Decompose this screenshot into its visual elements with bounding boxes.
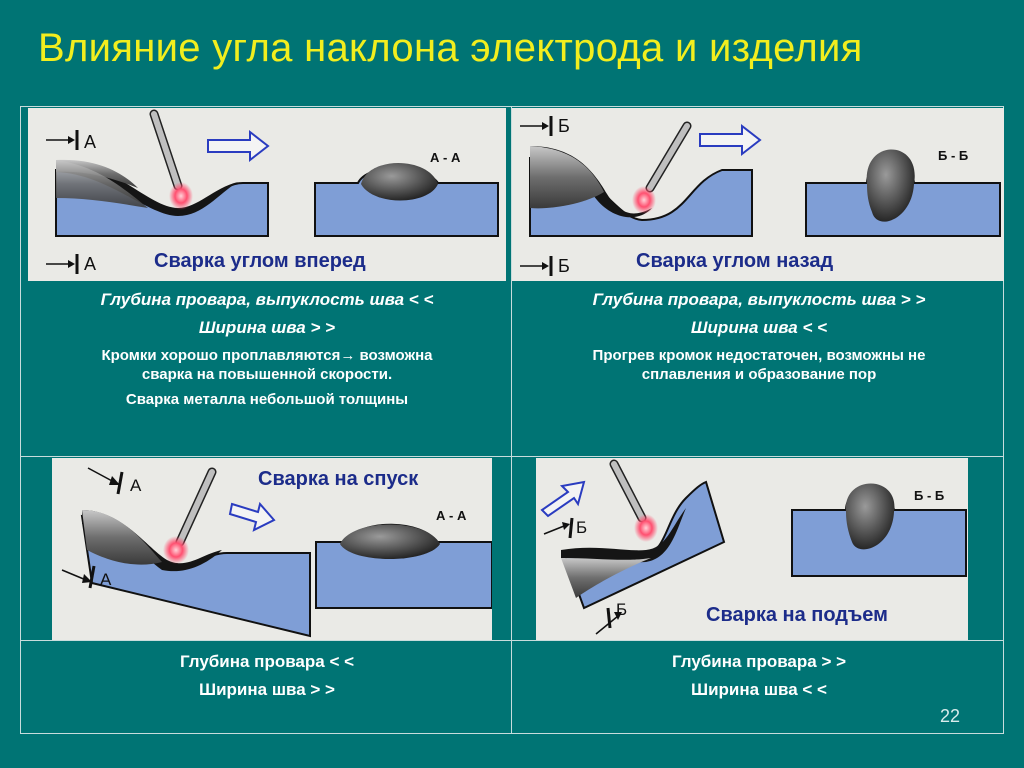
forward-description: Глубина провара, выпуклость шва < < Шири… xyxy=(22,286,512,409)
marker-bottom-label: А xyxy=(84,254,97,274)
section-label: Б - Б xyxy=(914,488,945,503)
marker-bottom-label: Б xyxy=(616,600,628,619)
downhill-penetration-text: Глубина провара < < xyxy=(179,652,355,671)
caption-backward-angle: Сварка углом назад xyxy=(636,250,834,272)
marker-top-label: Б xyxy=(558,116,570,136)
caption-forward-angle: Сварка углом вперед xyxy=(154,250,366,272)
section-label: А - А xyxy=(430,150,461,165)
slide-title: Влияние угла наклона электрода и изделия xyxy=(38,26,863,70)
caption-downhill: Сварка на спуск xyxy=(258,468,419,490)
backward-description: Глубина провара, выпуклость шва > > Шири… xyxy=(514,286,1004,384)
downhill-width-text: Ширина шва > > xyxy=(199,680,335,699)
forward-note-line1: Кромки хорошо проплавляются→ возможна xyxy=(101,347,433,364)
forward-note-line2: сварка на повышенной скорости. xyxy=(141,366,393,383)
marker-bottom-label: Б xyxy=(558,256,570,276)
forward-penetration-text: Глубина провара, выпуклость шва < < xyxy=(100,290,434,309)
backward-note-line2: сплавления и образование пор xyxy=(641,366,877,383)
downhill-description: Глубина провара < < Ширина шва > > xyxy=(22,648,512,704)
diagram-forward-angle: А А А - А Сварка углом вперед xyxy=(28,108,506,281)
table-divider-row4 xyxy=(20,640,1004,641)
marker-bottom-label: А xyxy=(100,570,112,589)
diagram-downhill: А А А - А Сварка на спуск xyxy=(52,458,492,640)
uphill-penetration-text: Глубина провара > > xyxy=(671,652,847,671)
marker-top-label: А xyxy=(130,476,142,495)
uphill-description: Глубина провара > > Ширина шва < < xyxy=(514,648,1004,704)
uphill-width-text: Ширина шва < < xyxy=(691,680,827,699)
caption-uphill: Сварка на подъем xyxy=(706,604,888,626)
section-label: А - А xyxy=(436,508,467,523)
table-divider-vertical xyxy=(511,106,512,733)
diagram-uphill: Б Б Б - Б Сварка на подъем xyxy=(536,458,968,640)
page-number: 22 xyxy=(939,706,960,726)
diagram-backward-angle: Б Б Б - Б Сварка углом назад xyxy=(512,108,1004,281)
backward-width-text: Ширина шва < < xyxy=(690,318,828,337)
backward-note-line1: Прогрев кромок недостаточен, возможны не xyxy=(592,347,926,364)
forward-width-text: Ширина шва > > xyxy=(198,318,336,337)
table-divider-row2 xyxy=(20,456,1004,457)
section-label: Б - Б xyxy=(938,148,969,163)
forward-note-line3: Сварка металла небольшой толщины xyxy=(125,391,409,408)
backward-penetration-text: Глубина провара, выпуклость шва > > xyxy=(592,290,926,309)
table-frame xyxy=(20,106,1004,734)
marker-top-label: А xyxy=(84,132,97,152)
marker-top-label: Б xyxy=(576,518,588,537)
